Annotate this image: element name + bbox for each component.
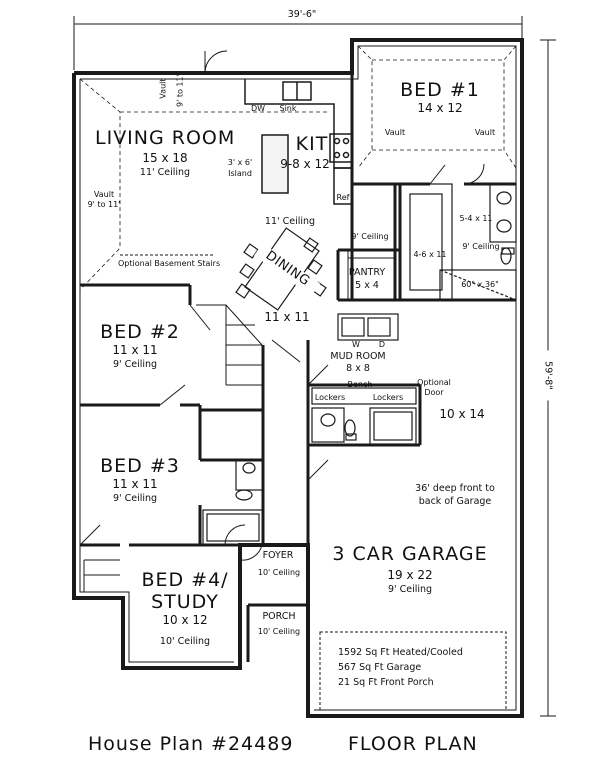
bed2-size: 11 x 11: [112, 343, 158, 357]
bath-closet-size: 5-4 x 11: [459, 214, 493, 223]
bed1-vault-right: Vault: [474, 128, 496, 137]
dryer-label: D: [378, 340, 386, 349]
optional-door-line-1: Optional: [417, 378, 451, 387]
garage-name: 3 CAR GARAGE: [332, 543, 488, 565]
dw-label: DW: [250, 104, 266, 113]
vault-living-note-2: 9' to 11': [175, 74, 185, 107]
optional-door-line-2: Door: [424, 388, 444, 397]
bed4-name-line-2: STUDY: [151, 591, 219, 613]
garage-bay-size: 10 x 14: [439, 407, 485, 421]
bed1-vault-lines: [357, 45, 517, 169]
width-dimension-line: [73, 16, 523, 70]
foyer-name: FOYER: [262, 550, 294, 561]
bed4-name-line-1: BED #4/: [141, 569, 229, 591]
pantry-size: 5 x 4: [355, 280, 379, 291]
garage-depth-line-2: back of Garage: [418, 496, 492, 507]
sink-label: Sink: [279, 104, 297, 113]
island-line-2: Island: [228, 169, 252, 178]
pantry-shelves: [337, 249, 395, 301]
bed2-ceiling: 9' Ceiling: [112, 359, 158, 370]
floor-plan-label: FLOOR PLAN: [348, 733, 478, 755]
kitchen-ceiling: 11' Ceiling: [264, 216, 316, 227]
washer-label: W: [352, 340, 360, 349]
master-bath: [399, 183, 517, 301]
garage-walls: [319, 631, 507, 711]
hall-bath-2: [202, 459, 264, 546]
laundry: [311, 313, 417, 405]
basement-stairs: [120, 254, 263, 386]
living-room-ceiling: 11' Ceiling: [139, 167, 191, 178]
vault-living-note-1: Vault: [158, 78, 168, 99]
bed3-size: 11 x 11: [112, 477, 158, 491]
island-line-1: 3' x 6': [227, 158, 253, 167]
walkin-closet-size: 4-6 x 11: [413, 250, 447, 259]
lockers-right-label: Lockers: [372, 393, 404, 402]
foyer-ceiling: 10' Ceiling: [257, 568, 301, 577]
dining-size: 11 x 11: [264, 310, 310, 324]
door-swings: [79, 50, 485, 561]
shower-size: 60" x 36": [461, 280, 499, 289]
lockers-left-label: Lockers: [314, 393, 346, 402]
living-room-size: 15 x 18: [142, 151, 188, 165]
summary-porch: 21 Sq Ft Front Porch: [338, 677, 434, 688]
hall-ceiling: 9' Ceiling: [351, 232, 389, 241]
kitchen-size: 9-8 x 12: [280, 157, 330, 171]
garage-size: 19 x 22: [387, 568, 433, 582]
pantry-name: PANTRY: [348, 267, 386, 278]
garage-ceiling: 9' Ceiling: [387, 584, 433, 595]
overall-depth-label: 59'-8": [541, 350, 553, 401]
vault-left-note-2: 9' to 11': [87, 200, 121, 209]
overall-width-label: 39'-6": [282, 9, 322, 21]
bed1-size: 14 x 12: [417, 101, 463, 115]
garage-depth-line-1: 36' deep front to: [415, 483, 495, 494]
mudroom-name: MUD ROOM: [318, 351, 398, 363]
bed2-name: BED #2: [100, 321, 180, 343]
vault-outline: [79, 78, 330, 291]
bed3-name: BED #3: [100, 455, 180, 477]
bath-closet-ceiling: 9' Ceiling: [462, 242, 500, 251]
plan-number: House Plan #24489: [88, 733, 294, 755]
summary-heated: 1592 Sq Ft Heated/Cooled: [338, 647, 463, 658]
bed3-ceiling: 9' Ceiling: [112, 493, 158, 504]
bed4-ceiling: 10' Ceiling: [159, 636, 211, 647]
kitchen-name: KIT: [295, 133, 329, 155]
ref-label: Ref: [336, 193, 350, 202]
mudroom-size: 8 x 8: [346, 363, 370, 374]
bed1-name: BED #1: [400, 79, 480, 101]
porch-name: PORCH: [262, 611, 296, 622]
summary-garage: 567 Sq Ft Garage: [338, 662, 422, 673]
bench-label: Bench: [347, 380, 373, 389]
living-room-name: LIVING ROOM: [95, 127, 236, 149]
porch-ceiling: 10' Ceiling: [257, 627, 301, 636]
bed1-vault-left: Vault: [384, 128, 406, 137]
vault-left-note-1: Vault: [93, 190, 115, 199]
closet-shelves: [83, 559, 120, 592]
basement-stairs-label: Optional Basement Stairs: [118, 259, 221, 268]
bed4-size: 10 x 12: [162, 613, 208, 627]
hall-bath-1: [311, 407, 417, 445]
